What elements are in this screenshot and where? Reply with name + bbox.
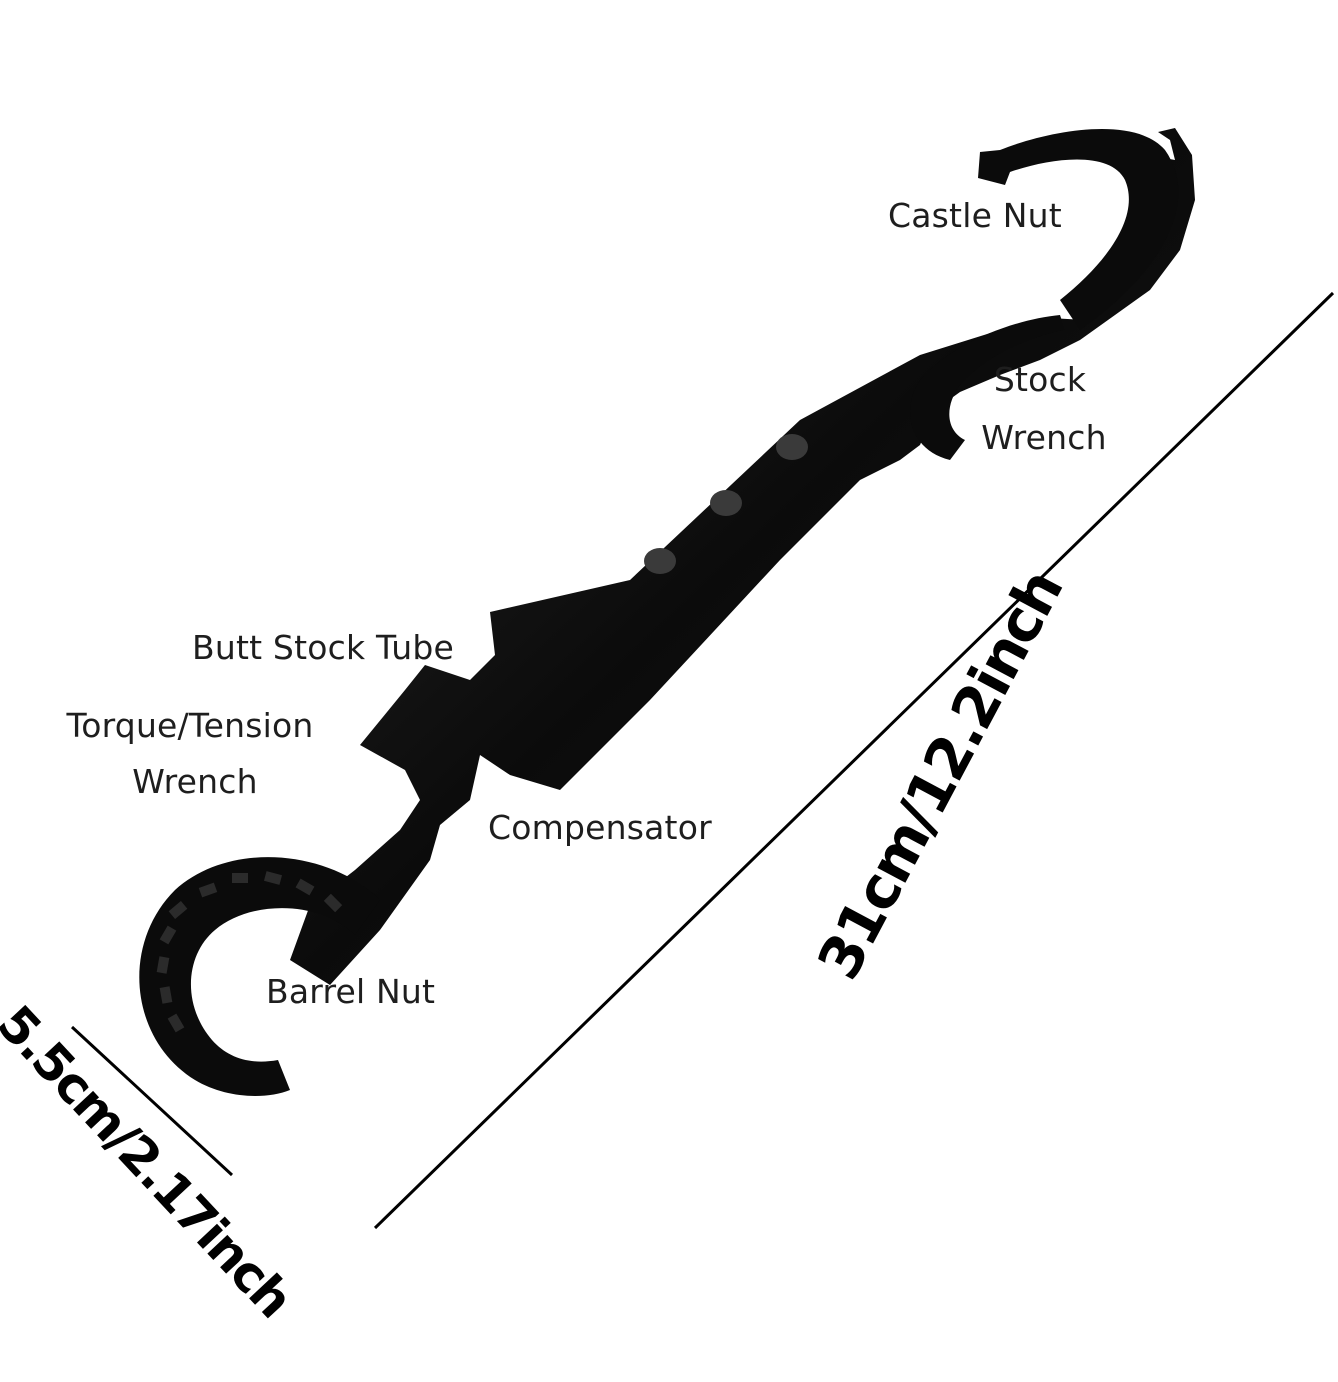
stock-wrench-ring — [910, 315, 1065, 460]
label-compensator: Compensator — [488, 808, 712, 847]
wrench-shaft — [290, 128, 1195, 985]
square-opening — [346, 773, 404, 823]
barrel-nut-ring — [139, 857, 380, 1096]
label-torque-wrench-line2: Wrench — [132, 762, 258, 801]
label-butt-stock-tube: Butt Stock Tube — [192, 628, 455, 667]
shaft-hole-3 — [644, 548, 676, 574]
label-stock-wrench-line1: Stock — [993, 360, 1087, 399]
castle-nut-hook — [978, 129, 1179, 330]
shaft-hole-2 — [710, 490, 742, 516]
armorer-wrench — [139, 128, 1195, 1096]
barrel-nut-teeth — [156, 871, 343, 1033]
label-stock-wrench-line2: Wrench — [981, 418, 1107, 457]
label-castle-nut: Castle Nut — [888, 196, 1062, 235]
length-dimension-line — [373, 291, 1335, 1230]
label-torque-wrench-line1: Torque/Tension — [66, 706, 314, 745]
label-barrel-nut: Barrel Nut — [266, 972, 436, 1011]
shaft-hole-1 — [776, 434, 808, 460]
width-dimension-line — [70, 1025, 234, 1177]
